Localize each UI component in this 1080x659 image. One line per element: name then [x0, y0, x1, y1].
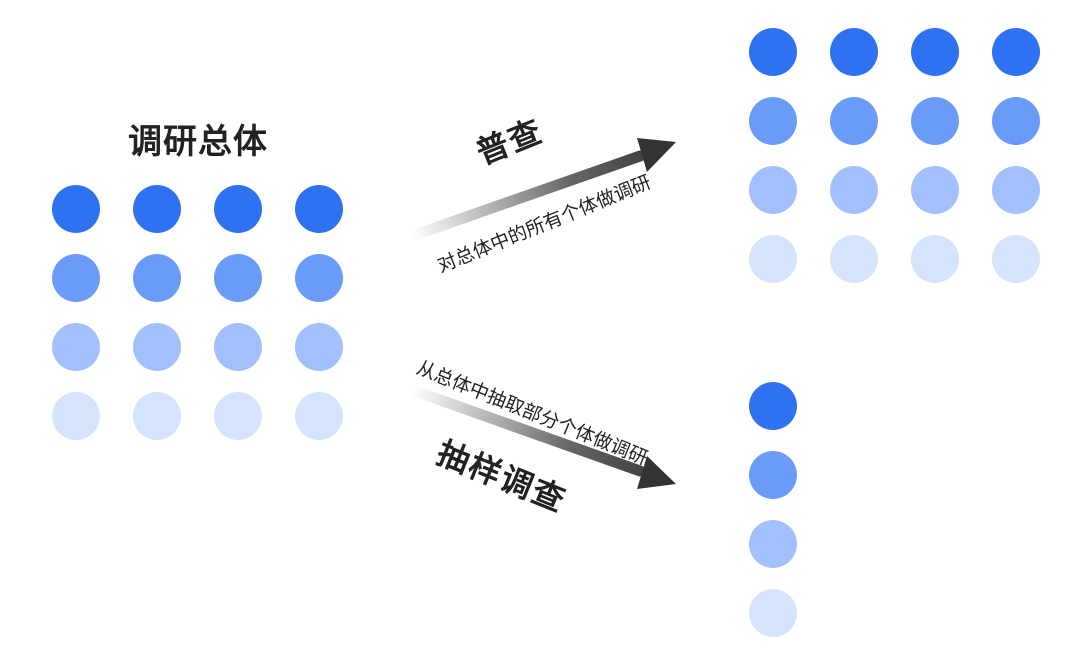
population-dot-r2-c1 [52, 254, 100, 302]
population-dot-r2-c4 [295, 254, 343, 302]
population-dot-r4-c3 [214, 392, 262, 440]
census-dot-r2-c3 [911, 97, 959, 145]
sample-dot-r3-c1 [749, 520, 797, 568]
population-dot-grid [52, 185, 343, 440]
population-dot-r3-c4 [295, 323, 343, 371]
census-dot-r3-c3 [911, 166, 959, 214]
population-dot-r1-c3 [214, 185, 262, 233]
sample-arrow [406, 384, 676, 489]
population-dot-r1-c2 [133, 185, 181, 233]
census-dot-r2-c2 [830, 97, 878, 145]
census-dot-r2-c1 [749, 97, 797, 145]
census-dot-r3-c2 [830, 166, 878, 214]
population-dot-r4-c2 [133, 392, 181, 440]
census-dot-r1-c2 [830, 28, 878, 76]
census-arrow [406, 138, 676, 242]
sample-dot-column [749, 382, 797, 637]
population-dot-r3-c2 [133, 323, 181, 371]
census-dot-r2-c4 [992, 97, 1040, 145]
census-dot-r4-c1 [749, 235, 797, 283]
sample-dot-r1-c1 [749, 382, 797, 430]
population-dot-r2-c3 [214, 254, 262, 302]
census-dot-r1-c3 [911, 28, 959, 76]
census-dot-r3-c1 [749, 166, 797, 214]
census-dot-r4-c4 [992, 235, 1040, 283]
population-dot-r2-c2 [133, 254, 181, 302]
population-dot-r1-c1 [52, 185, 100, 233]
population-title: 调研总体 [128, 122, 268, 162]
census-dot-r1-c4 [992, 28, 1040, 76]
census-dot-r1-c1 [749, 28, 797, 76]
population-dot-r3-c3 [214, 323, 262, 371]
census-dot-r4-c3 [911, 235, 959, 283]
census-dot-grid [749, 28, 1040, 283]
sample-dot-r4-c1 [749, 589, 797, 637]
population-dot-r3-c1 [52, 323, 100, 371]
population-dot-r4-c1 [52, 392, 100, 440]
population-dot-r1-c4 [295, 185, 343, 233]
census-dot-r3-c4 [992, 166, 1040, 214]
population-dot-r4-c4 [295, 392, 343, 440]
sample-dot-r2-c1 [749, 451, 797, 499]
census-dot-r4-c2 [830, 235, 878, 283]
